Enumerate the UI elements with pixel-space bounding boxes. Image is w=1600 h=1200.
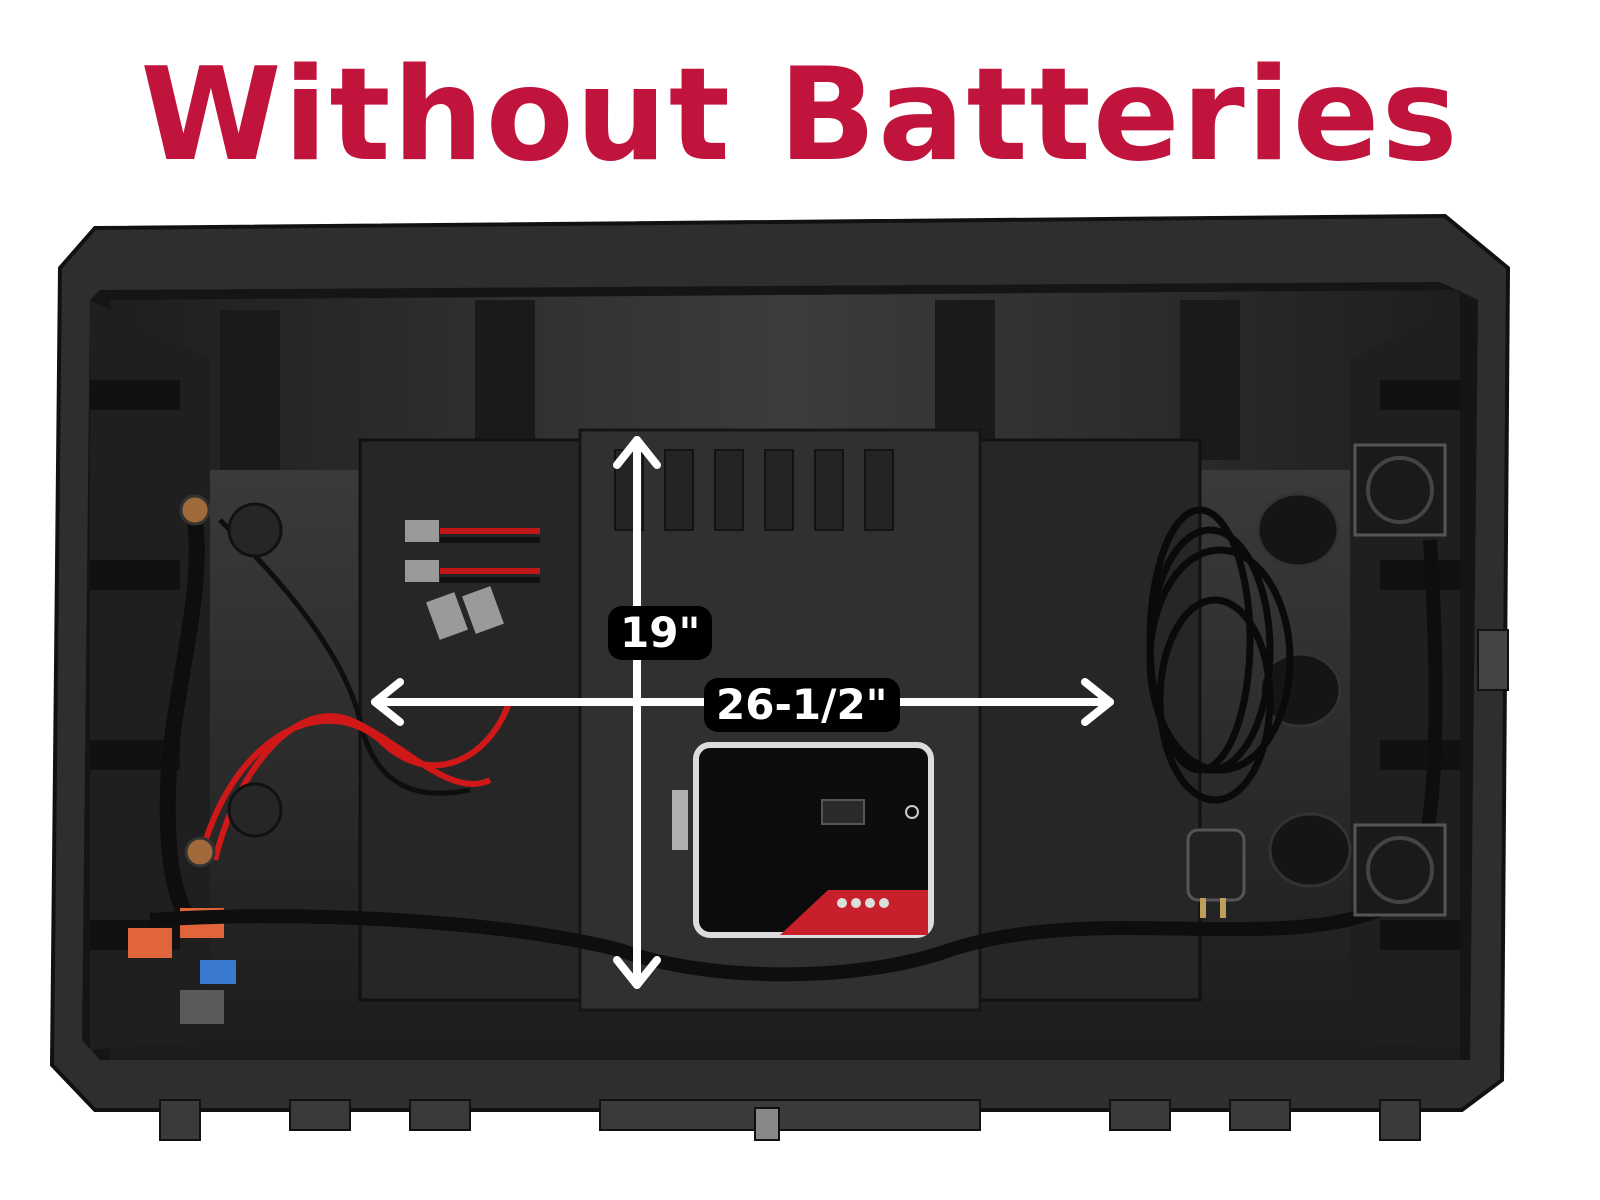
box-feet: [159, 1099, 1421, 1141]
right-equipment: [1146, 443, 1447, 918]
left-wiring: [128, 494, 513, 1024]
width-dimension-label: 26-1/2": [704, 678, 900, 732]
box-back-wall: [110, 290, 1460, 480]
width-arrow-right-head: [1081, 678, 1114, 726]
height-arrow-bottom-head: [613, 956, 661, 989]
anderson-cables: [405, 520, 540, 640]
charger-unit: [672, 742, 934, 938]
page-title: Without Batteries: [140, 41, 1460, 190]
plug: [1186, 828, 1246, 902]
height-dimension-label: 19": [608, 606, 713, 660]
height-arrow-top-head: [613, 436, 661, 469]
width-arrow-left-head: [371, 678, 404, 726]
busbar-post-top: [179, 494, 211, 526]
busbar-post-bottom: [184, 836, 216, 868]
